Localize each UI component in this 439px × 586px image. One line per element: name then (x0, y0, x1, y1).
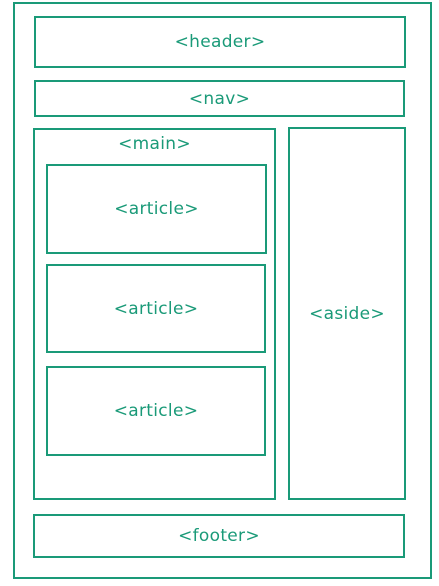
nav-label: <nav> (188, 88, 251, 109)
footer-block: <footer> (33, 514, 405, 558)
article-label-1: <article> (114, 199, 199, 219)
article-block-1: <article> (46, 164, 267, 254)
main-label: <main> (118, 134, 191, 154)
nav-block: <nav> (34, 80, 405, 117)
footer-label: <footer> (178, 526, 260, 546)
aside-label: <aside> (309, 303, 385, 324)
aside-block: <aside> (288, 127, 406, 500)
header-block: <header> (34, 16, 406, 68)
page-outline (13, 2, 432, 579)
article-label-2: <article> (113, 298, 199, 319)
article-block-2: <article> (46, 264, 266, 353)
article-label-3: <article> (113, 401, 199, 421)
header-label: <header> (174, 32, 266, 52)
article-block-3: <article> (46, 366, 266, 456)
main-block: <main> (33, 128, 276, 500)
